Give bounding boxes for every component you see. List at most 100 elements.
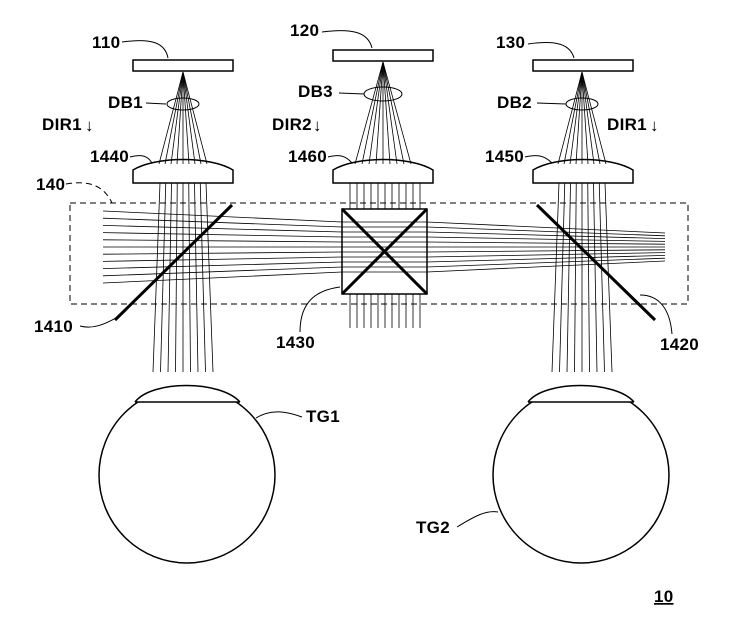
ray-upper-0-2 <box>170 71 184 165</box>
ray-upper-1-5 <box>382 61 391 165</box>
display-120 <box>332 49 434 62</box>
lens-1440 <box>132 158 234 184</box>
ray-upper-1-7 <box>382 61 405 165</box>
ray-upper-1-1 <box>361 61 384 165</box>
leader-db3 <box>338 92 365 95</box>
display-110 <box>132 59 234 72</box>
ray-upper-2-3 <box>575 71 583 165</box>
label-dir2: DIR2 <box>272 115 312 134</box>
ray-h-left-0 <box>102 210 343 223</box>
ray-h-left-8 <box>102 261 343 269</box>
ray-lower-right-3 <box>574 182 577 373</box>
leader-120 <box>321 30 373 49</box>
leader-1420 <box>639 294 673 335</box>
ray-h-right-8 <box>426 255 666 263</box>
ray-h-left-10 <box>102 271 343 284</box>
ray-upper-0-6 <box>182 71 196 165</box>
label-120: 120 <box>290 21 319 40</box>
leader-110 <box>121 40 169 59</box>
ray-h-left-1 <box>102 217 343 228</box>
leader-130 <box>527 42 575 59</box>
leader-db1 <box>145 102 167 105</box>
ray-lower-right-7 <box>598 182 605 373</box>
dir2-arrow-icon: ↓ <box>313 116 322 135</box>
display-130 <box>532 59 634 72</box>
leader-db2 <box>536 102 567 105</box>
leader-140 <box>65 182 113 204</box>
ray-h-right-7 <box>426 252 666 258</box>
ray-lower-right-0 <box>551 182 560 373</box>
label-1410: 1410 <box>34 317 73 336</box>
ray-lower-right-1 <box>559 182 566 373</box>
ray-h-right-1 <box>426 226 666 237</box>
dir1-right-arrow-icon: ↓ <box>650 116 659 135</box>
upper-beams <box>158 61 607 165</box>
label-1440: 1440 <box>90 147 129 166</box>
label-110: 110 <box>92 33 120 52</box>
ray-lower-left-2 <box>167 182 172 373</box>
ray-upper-2-1 <box>563 71 583 165</box>
ray-lower-right-2 <box>566 182 571 373</box>
ray-h-left-4 <box>102 239 343 243</box>
lens-1460 <box>332 158 434 184</box>
ray-lower-left-1 <box>160 182 167 373</box>
ray-upper-1-3 <box>375 61 384 165</box>
label-140: 140 <box>36 175 65 194</box>
label-db2: DB2 <box>497 93 532 112</box>
leader-tg1 <box>255 411 303 419</box>
ray-upper-2-5 <box>581 71 589 165</box>
mirror-1410 <box>113 203 234 322</box>
ray-h-right-9 <box>426 257 666 268</box>
horizontal-beams <box>102 210 666 284</box>
ray-upper-2-2 <box>569 71 583 165</box>
ray-h-right-2 <box>426 231 666 239</box>
mirror-1420 <box>535 203 657 322</box>
ray-lower-right-5 <box>587 182 590 373</box>
ray-lower-left-3 <box>175 182 178 373</box>
eye-tg2 <box>492 384 670 564</box>
leader-1440 <box>129 155 153 164</box>
ray-h-left-3 <box>102 232 343 238</box>
label-dir1-right: DIR1 <box>607 115 647 134</box>
label-1420: 1420 <box>660 335 699 354</box>
ray-lower-right-6 <box>593 182 598 373</box>
leader-1410 <box>79 317 117 328</box>
leader-1430 <box>299 286 341 333</box>
label-1460: 1460 <box>288 147 327 166</box>
ray-upper-0-1 <box>164 71 184 165</box>
ray-h-right-0 <box>426 221 666 234</box>
ray-upper-0-0 <box>158 71 184 165</box>
dir1-left-arrow-icon: ↓ <box>85 116 94 135</box>
figure-ref-10: 10 <box>654 587 674 606</box>
leader-tg2 <box>456 511 499 528</box>
label-1450: 1450 <box>485 147 524 166</box>
ray-lower-left-8 <box>205 182 214 373</box>
ray-upper-2-0 <box>557 71 583 165</box>
ray-upper-1-2 <box>368 61 384 165</box>
lens-1450 <box>532 158 634 184</box>
ray-upper-0-3 <box>176 71 184 165</box>
ray-lower-left-6 <box>194 182 199 373</box>
ray-lower-left-5 <box>188 182 191 373</box>
label-tg1: TG1 <box>306 407 340 426</box>
ray-h-left-2 <box>102 225 343 233</box>
ray-h-right-3 <box>426 236 666 242</box>
ray-upper-2-6 <box>581 71 595 165</box>
label-db1: DB1 <box>108 93 143 112</box>
ray-h-right-4 <box>426 241 666 245</box>
label-dir1-left: DIR1 <box>42 115 82 134</box>
ray-upper-2-8 <box>581 71 607 165</box>
ray-h-right-10 <box>426 260 666 273</box>
ray-h-right-6 <box>426 249 666 253</box>
leader-1460 <box>327 155 353 164</box>
ray-h-left-7 <box>102 256 343 262</box>
ray-h-left-6 <box>102 251 343 255</box>
ray-lower-right-8 <box>604 182 613 373</box>
ray-upper-2-7 <box>581 71 601 165</box>
ray-h-left-9 <box>102 266 343 277</box>
ray-upper-0-8 <box>182 71 208 165</box>
leader-1450 <box>524 155 553 164</box>
ray-upper-1-8 <box>382 61 412 165</box>
ray-lower-left-7 <box>199 182 206 373</box>
cube-diagonal-2 <box>340 207 429 296</box>
